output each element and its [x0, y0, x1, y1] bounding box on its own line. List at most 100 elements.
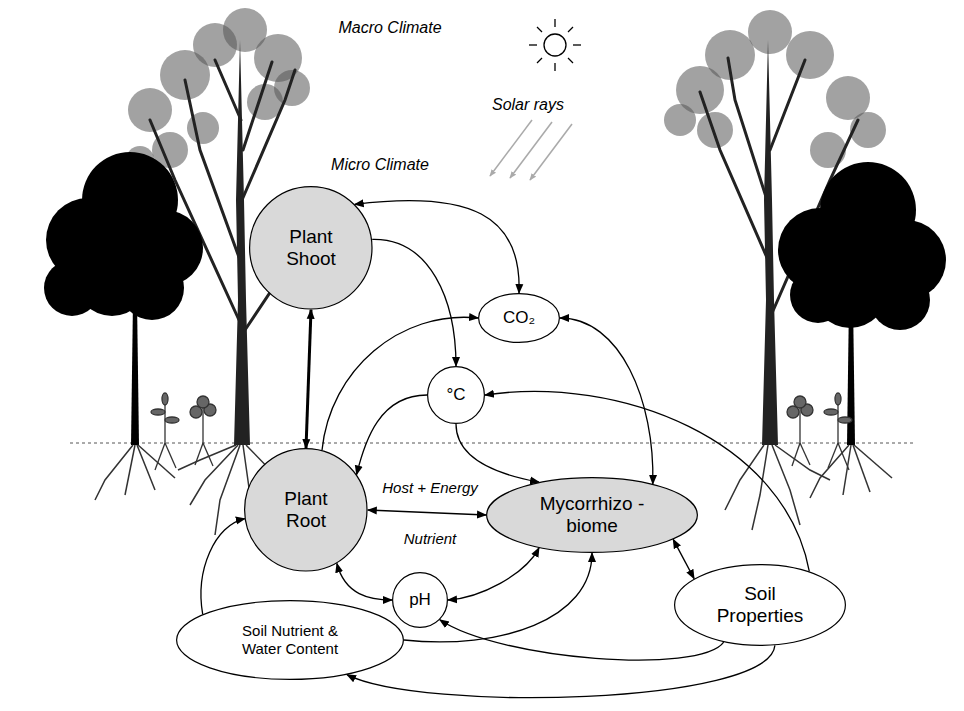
dark-tree-right: [810, 445, 892, 498]
tall-tree-right: [725, 445, 830, 530]
dark-tree-left: [125, 445, 135, 495]
ground-line: [70, 443, 915, 444]
plant-root-circle: Plant Root: [244, 448, 368, 572]
small-plants: [824, 409, 838, 415]
sun-symbol: [544, 34, 566, 56]
node-outline: [479, 294, 560, 343]
dark-tree-left: [95, 445, 133, 500]
node-outline: [393, 573, 448, 628]
small-plants: [165, 417, 179, 423]
small-plants: [155, 443, 165, 470]
node-outline: [428, 367, 485, 424]
tall-tree-right: [762, 40, 778, 445]
node-text-group: Plant Shoot: [271, 226, 351, 271]
node-outline: [250, 187, 372, 309]
node-outline: [675, 565, 846, 646]
sun-symbol: [529, 19, 581, 71]
tall-tree-right: [770, 60, 805, 150]
tall-tree-left: [234, 40, 250, 445]
node-label: Plant Root: [266, 488, 346, 533]
node-label: °C: [446, 385, 465, 405]
flow-label: Nutrient: [402, 530, 459, 547]
dark-tree-left: [44, 260, 100, 316]
dark-tree-right: [843, 445, 851, 495]
dark-tree-left: [95, 445, 175, 500]
sun-symbol: [568, 27, 573, 32]
small-plants: [835, 393, 841, 405]
tall-tree-left: [128, 88, 172, 132]
sun-symbol: [537, 27, 542, 32]
node-text-group: Mycorrhizo -biome: [536, 493, 648, 538]
solar-ray-arrows: [490, 120, 572, 180]
dark-tree-right: [854, 445, 892, 478]
tall-tree-right: [775, 445, 830, 480]
dark-tree-left: [138, 445, 175, 478]
node-label: Plant Shoot: [271, 226, 351, 271]
node-text-group: Soil Nutrient & Water Content: [225, 622, 355, 657]
dark-tree-left: [44, 152, 203, 500]
small-plants: [838, 443, 849, 470]
dark-tree-right: [778, 162, 946, 330]
small-plants: [828, 443, 838, 468]
connector-arrow: [485, 391, 809, 571]
tall-tree-right: [664, 10, 886, 168]
sun-symbol: [537, 58, 542, 63]
ground-line: [70, 443, 915, 444]
connector-arrow: [372, 239, 456, 366]
tall-tree-left: [215, 60, 241, 120]
climate-label: Macro Climate: [336, 19, 443, 37]
node-text-group: °C: [446, 385, 465, 405]
solar-ray-arrows: [490, 120, 532, 176]
dark-tree-right: [870, 270, 930, 330]
soil-properties-ellipse: Soil Properties: [674, 564, 846, 646]
tall-tree-right: [664, 104, 696, 136]
tall-tree-left: [126, 8, 310, 174]
node-outline: [487, 478, 698, 553]
co2-ellipse: CO₂: [478, 293, 560, 343]
solar-ray-arrows: [510, 122, 552, 178]
small-plants: [203, 443, 213, 466]
temperature-circle: °C: [427, 366, 485, 424]
small-plants: [151, 393, 852, 470]
small-plants: [800, 443, 810, 465]
sun-symbol: [568, 58, 573, 63]
sun-symbol: [529, 44, 537, 45]
connector-arrow: [560, 318, 653, 484]
small-plants: [155, 443, 849, 470]
small-plants: [195, 443, 203, 465]
node-label: CO₂: [503, 308, 535, 328]
node-text-group: CO₂: [503, 308, 535, 328]
soil-nutrient-ellipse: Soil Nutrient & Water Content: [176, 600, 404, 680]
sun-symbol: [554, 19, 555, 27]
small-plants: [165, 443, 176, 468]
sun-symbol: [554, 63, 555, 71]
dark-tree-left: [131, 300, 139, 445]
connector-arrow: [440, 620, 724, 660]
node-text-group: pH: [409, 590, 431, 610]
small-plants: [151, 409, 165, 415]
node-label: pH: [409, 590, 431, 610]
dark-tree-right: [778, 162, 946, 498]
dark-tree-left: [120, 256, 184, 320]
tall-tree-right: [850, 112, 886, 148]
tall-tree-right: [786, 31, 834, 79]
sun-symbol: [573, 44, 581, 45]
ph-circle: pH: [392, 572, 448, 628]
connector-arrow: [347, 645, 775, 697]
edge-label: Host + Energy: [380, 479, 479, 496]
mycorrhizobiome-ellipse: Mycorrhizo -biome: [486, 477, 698, 553]
tall-tree-right: [728, 58, 767, 200]
small-plants: [197, 396, 209, 408]
connector-arrow: [368, 510, 486, 515]
connector-arrow: [201, 519, 245, 615]
small-plants: [794, 396, 806, 408]
tall-tree-right: [697, 112, 733, 148]
connector-arrow: [357, 395, 427, 475]
node-text-group: Plant Root: [266, 488, 346, 533]
plant-shoot-circle: Plant Shoot: [249, 186, 373, 310]
tall-tree-left: [242, 70, 295, 200]
small-plants: [162, 393, 168, 405]
climate-label: Micro Climate: [329, 156, 431, 174]
connector-arrow: [456, 424, 539, 482]
